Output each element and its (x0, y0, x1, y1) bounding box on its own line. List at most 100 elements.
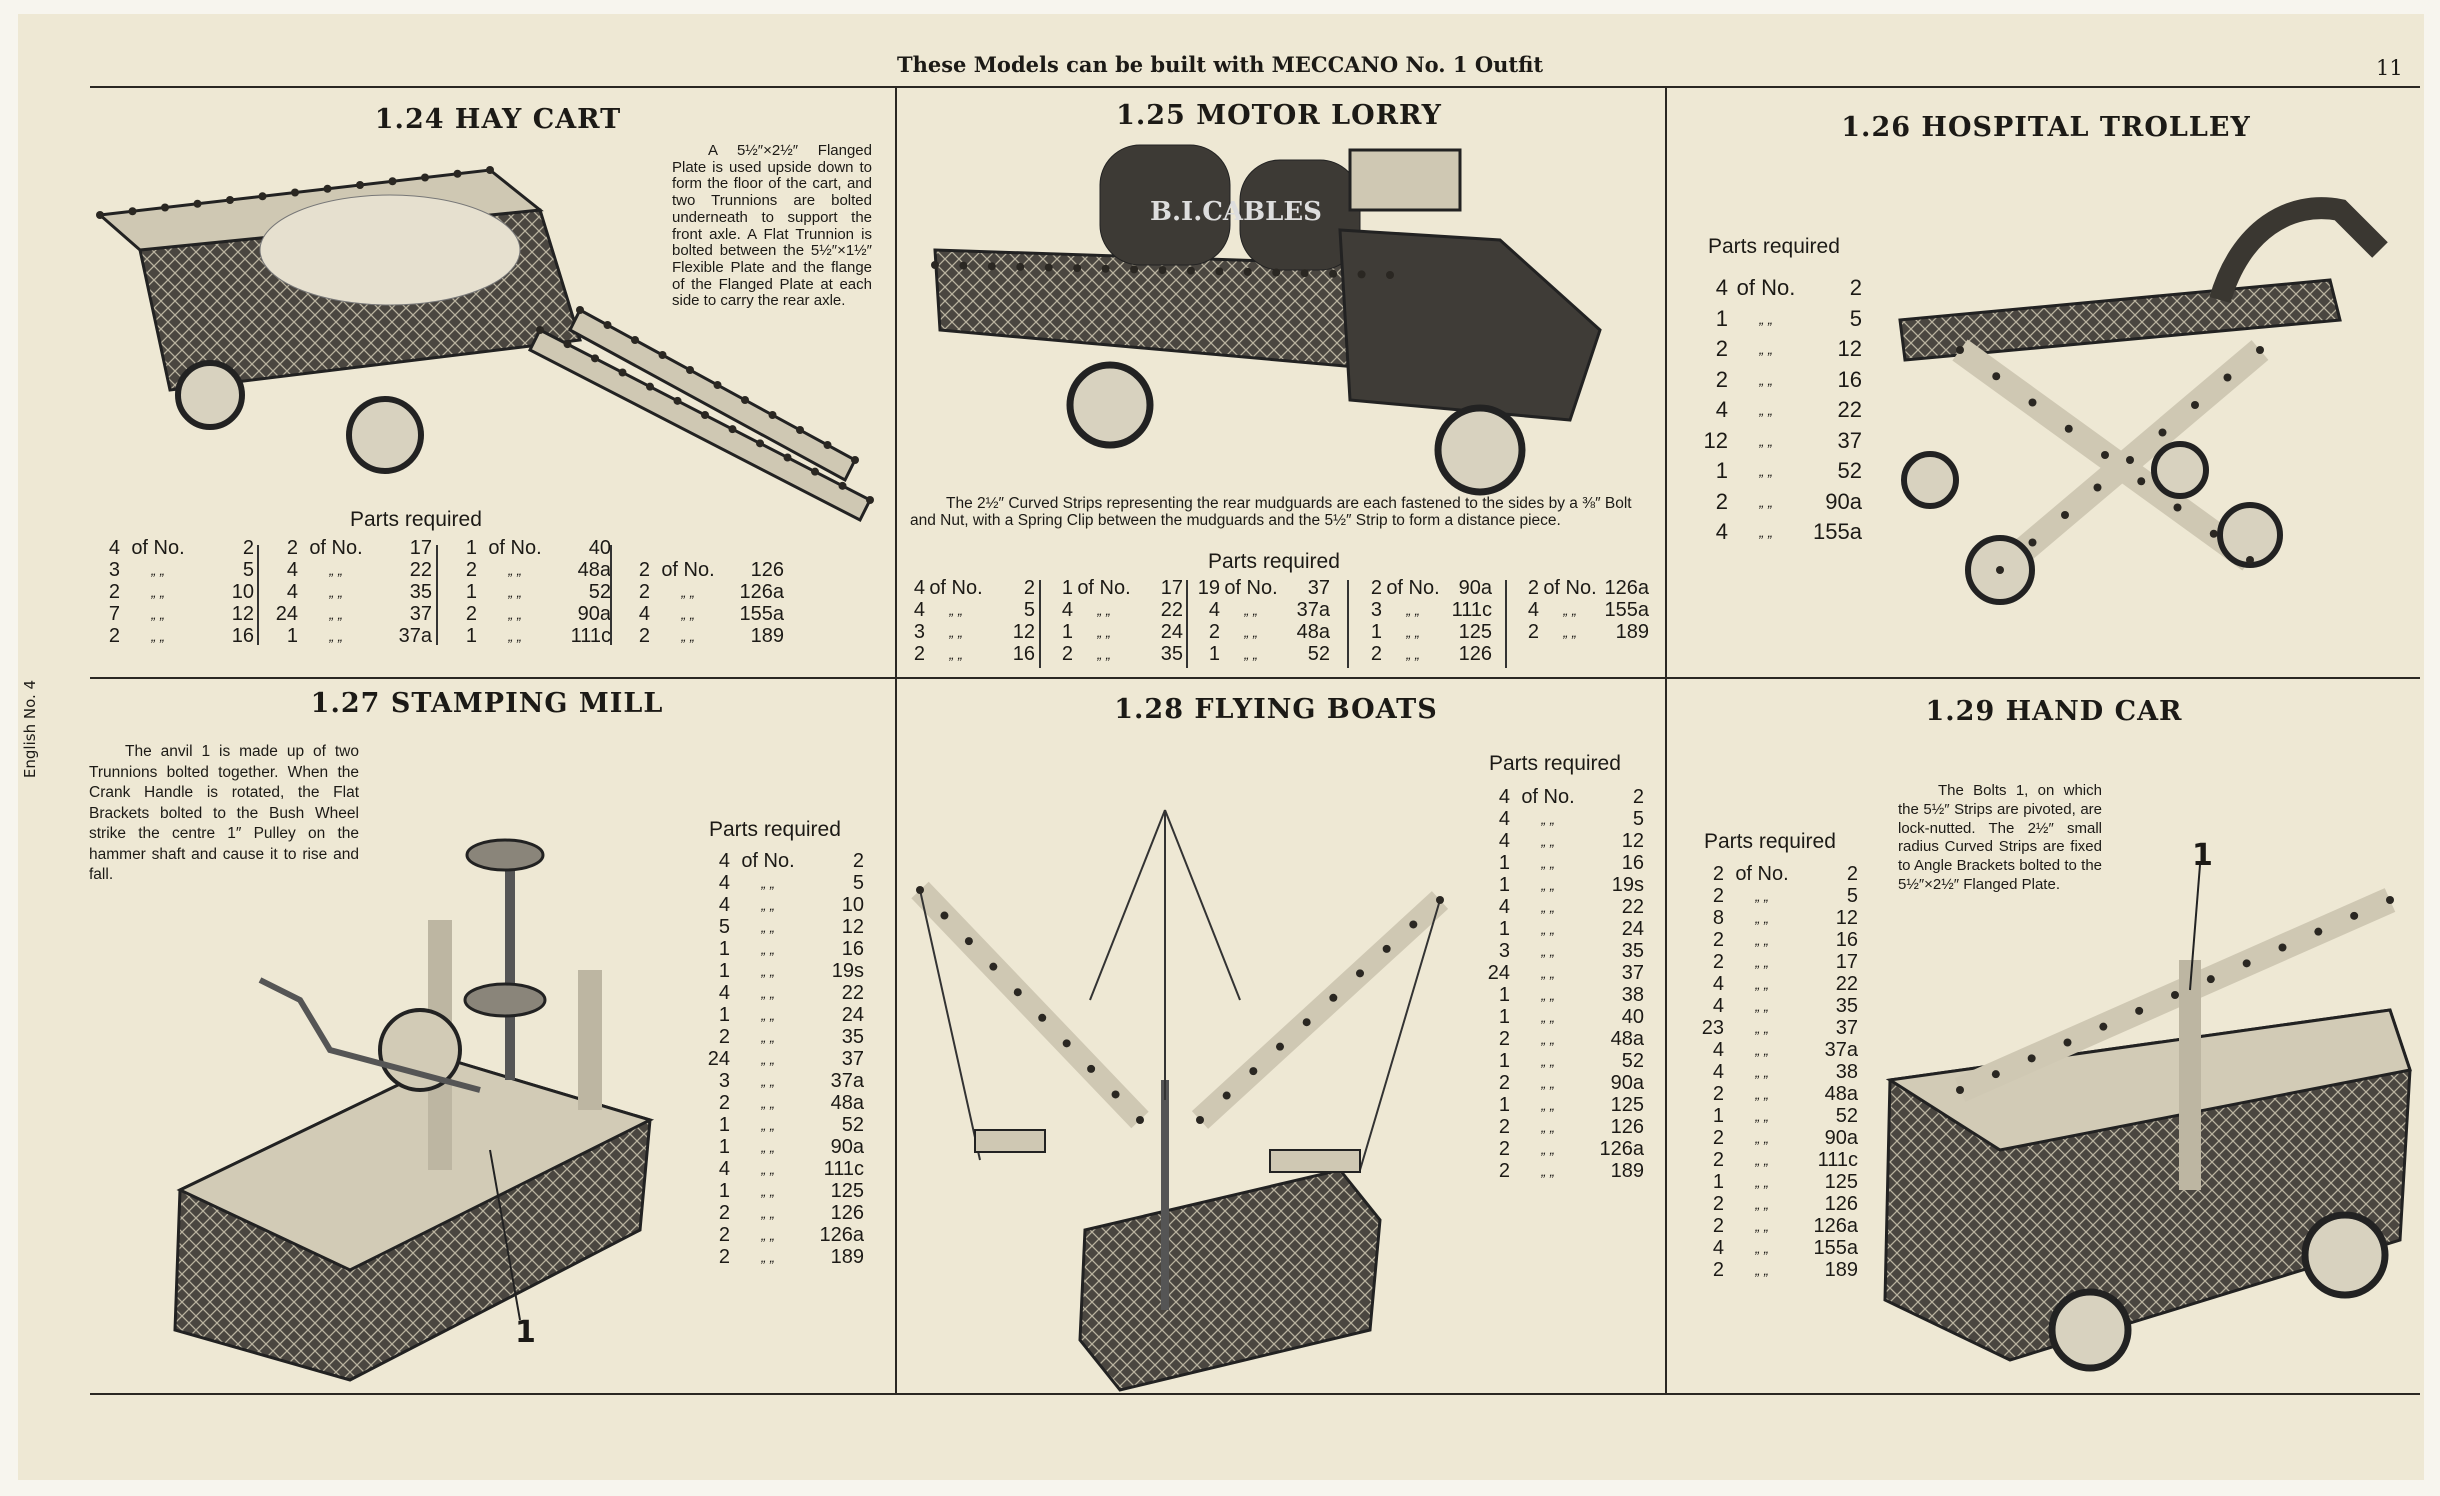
parts-row: 4„ „155a (620, 603, 784, 625)
part-quantity: 2 (1370, 577, 1382, 599)
part-number: 155a (1813, 1237, 1859, 1259)
part-number: 5 (1632, 808, 1644, 830)
strip-hole (1991, 1070, 2000, 1079)
ditto-marks: „ „ (761, 1249, 775, 1265)
part-number: 12 (1837, 336, 1862, 361)
strip-hole (1243, 267, 1252, 276)
part-number: 37a (1824, 1039, 1858, 1061)
strip-hole (1013, 988, 1022, 997)
strip-hole (1329, 269, 1338, 278)
part-quantity: 1 (1498, 1094, 1510, 1116)
strip-hole (756, 439, 764, 448)
part-quantity: 2 (1715, 366, 1728, 392)
parts-row: 2„ „48a (447, 559, 611, 581)
ditto-marks: „ „ (508, 584, 522, 600)
part-quantity: 24 (707, 1048, 730, 1070)
part-quantity: 7 (108, 603, 120, 625)
of-no-label: of No. (1224, 577, 1278, 599)
strip-hole (1038, 1013, 1047, 1022)
parts-row: 1„ „19s (700, 960, 864, 982)
part-number: 125 (830, 1180, 864, 1202)
part-quantity: 4 (1712, 973, 1724, 995)
parts-row: 2„ „12 (1698, 334, 1862, 365)
parts-row: 2„ „17 (1694, 951, 1858, 973)
part-quantity: 4 (1061, 599, 1073, 621)
hospital-trolley-illustration (1898, 197, 2388, 605)
lorry-drum-lettering: B.I.CABLES (1150, 197, 1322, 227)
strip-hole (2028, 538, 2037, 547)
strip-hole (1016, 262, 1025, 271)
parts-row: 1„ „125 (1480, 1094, 1644, 1116)
ditto-marks: „ „ (508, 606, 522, 622)
strip-hole (2101, 451, 2109, 459)
ditto-marks: „ „ (1759, 310, 1773, 327)
parts-row: 2„ „126a (1480, 1138, 1644, 1160)
strip-hole (728, 425, 737, 434)
parts-row: 4„ „35 (268, 581, 432, 603)
ditto-marks: „ „ (1755, 932, 1769, 948)
parts-row: 4„ „111c (700, 1158, 864, 1180)
parts-row: 4„ „5 (700, 872, 864, 894)
part-number: 52 (1835, 1105, 1858, 1127)
ditto-marks: „ „ (1244, 624, 1258, 640)
strip-hole (258, 192, 267, 201)
ditto-marks: „ „ (329, 562, 343, 578)
ditto-marks: „ „ (1759, 371, 1773, 388)
parts-row: 4„ „22 (1698, 395, 1862, 426)
parts-divider (1039, 580, 1041, 668)
parts-heading-stamping-mill: Parts required (709, 818, 841, 841)
strip-hole (2027, 1054, 2036, 1063)
parts-row: 1„ „111c (447, 625, 611, 647)
parts-row: 2„ „48a (700, 1092, 864, 1114)
parts-row: 1„ „125 (1354, 621, 1492, 643)
parts-row: 4„ „22 (1694, 973, 1858, 995)
part-quantity: 1 (1370, 621, 1382, 643)
part-quantity: 1 (286, 625, 298, 647)
parts-row: 4„ „35 (1694, 995, 1858, 1017)
part-quantity: 1 (465, 625, 477, 647)
parts-heading-motor-lorry: Parts required (1208, 550, 1340, 573)
part-quantity: 5 (718, 916, 730, 938)
part-number: 35 (1621, 940, 1644, 962)
parts-row: 4„ „155a (1511, 599, 1649, 621)
part-number: 22 (1160, 599, 1183, 621)
part-number: 16 (1012, 643, 1035, 665)
part-quantity: 2 (638, 559, 650, 581)
part-quantity: 2 (1527, 621, 1539, 643)
strip-hole (2386, 896, 2394, 904)
part-quantity: 4 (1498, 808, 1510, 830)
parts-row: 1„ „16 (700, 938, 864, 960)
part-number: 2 (1846, 863, 1858, 885)
ditto-marks: „ „ (1541, 1119, 1555, 1135)
ditto-marks: „ „ (1759, 341, 1773, 357)
ditto-marks: „ „ (1755, 1152, 1769, 1168)
parts-row: 24„ „37 (1480, 962, 1644, 984)
part-number: 37a (1296, 599, 1330, 621)
ditto-marks: „ „ (761, 1161, 775, 1177)
strip-hole (2246, 556, 2254, 564)
part-number: 90a (1825, 488, 1862, 514)
strip-hole (1992, 372, 2001, 381)
part-quantity: 2 (1498, 1138, 1510, 1160)
part-quantity: 4 (913, 599, 925, 621)
parts-row: 2„ „16 (1698, 365, 1862, 396)
ditto-marks: „ „ (1541, 1075, 1555, 1091)
strip-hole (866, 496, 874, 504)
part-number: 37 (1307, 577, 1330, 599)
ditto-marks: „ „ (949, 646, 963, 662)
part-number: 155a (1604, 599, 1650, 621)
part-number: 48a (1296, 621, 1330, 643)
parts-row: 2„ „48a (1192, 621, 1330, 643)
parts-row: 1„ „37a (268, 625, 432, 647)
strip-hole (1356, 969, 1364, 978)
parts-divider (257, 545, 259, 645)
ditto-marks: „ „ (329, 584, 343, 600)
parts-row: 4„ „5 (1480, 808, 1644, 830)
strip-hole (453, 169, 462, 178)
